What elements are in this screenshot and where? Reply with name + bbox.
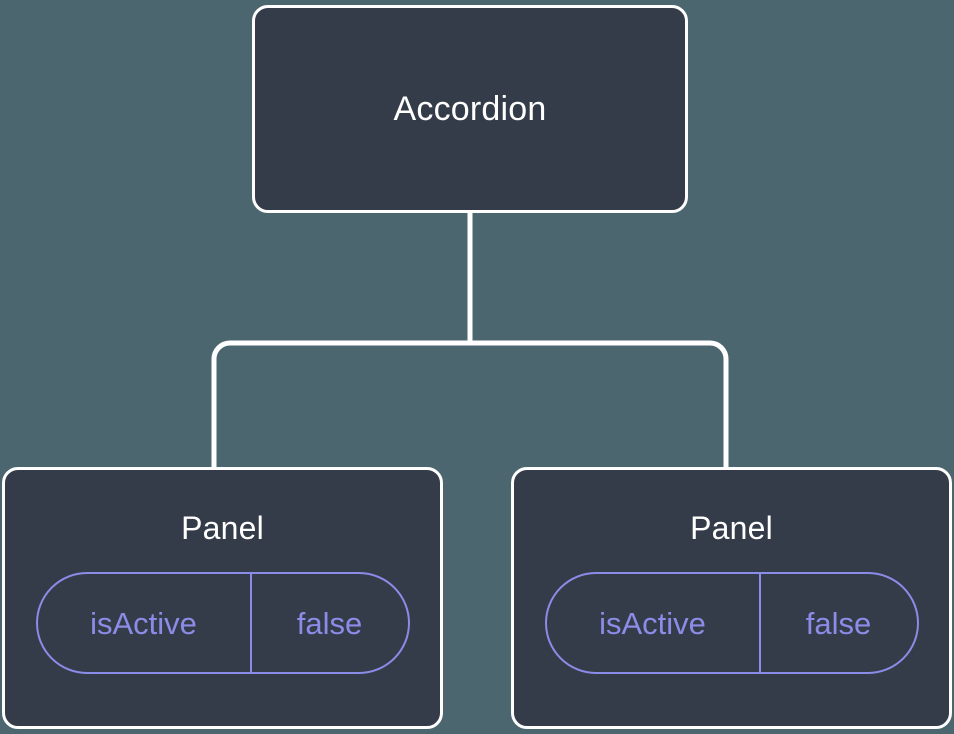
prop-key: isActive [38, 574, 252, 672]
prop-key: isActive [547, 574, 761, 672]
node-panel-1-title: Panel [181, 510, 264, 546]
prop-value: false [296, 605, 363, 641]
node-panel-1-prop-isactive[interactable]: isActive false [35, 572, 410, 674]
node-accordion[interactable]: Accordion [252, 5, 688, 213]
edge-root-to-panel-2 [470, 340, 729, 467]
node-panel-2-prop-isactive[interactable]: isActive false [544, 572, 919, 674]
edge-root-to-panel-1 [211, 340, 470, 467]
node-panel-2[interactable]: Panel isActive false [511, 467, 952, 729]
prop-value: false [805, 605, 872, 641]
node-accordion-title: Accordion [393, 90, 547, 128]
node-panel-2-title: Panel [690, 510, 773, 546]
node-panel-1[interactable]: Panel isActive false [2, 467, 443, 729]
